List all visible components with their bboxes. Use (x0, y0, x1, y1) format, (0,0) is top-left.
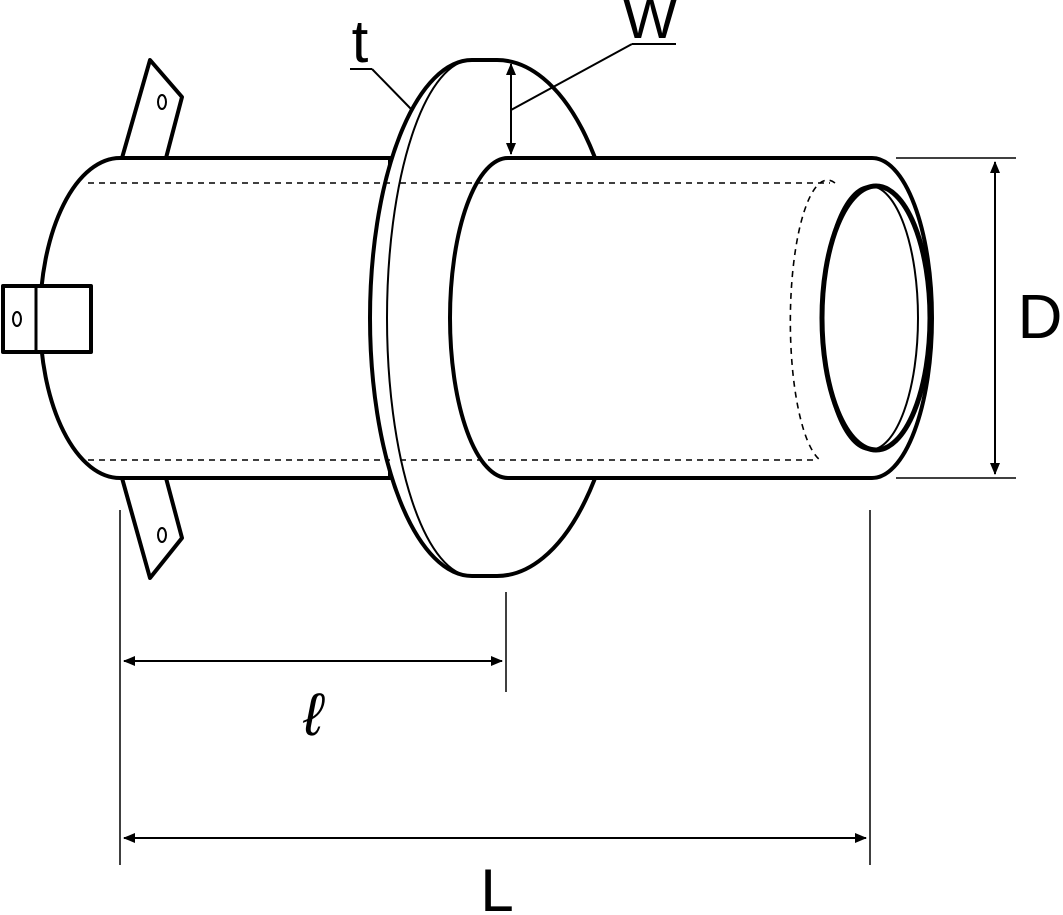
mounting-tab-top (120, 58, 184, 160)
label-l-total: L (480, 857, 513, 915)
dimension-l (119, 510, 507, 865)
leader-t (350, 68, 413, 111)
label-t: t (352, 8, 369, 75)
pipe-opening (819, 183, 933, 453)
dimension-d (896, 157, 1016, 479)
dimension-w (506, 43, 676, 155)
label-d: D (1018, 283, 1063, 352)
side-clip (1, 284, 93, 354)
label-w: W (623, 0, 678, 51)
hidden-lines (88, 179, 836, 461)
mounting-tab-bottom (120, 476, 184, 580)
label-l-small: ℓ (302, 681, 325, 748)
pipe-right-body (448, 156, 934, 480)
dimension-length (123, 510, 871, 865)
